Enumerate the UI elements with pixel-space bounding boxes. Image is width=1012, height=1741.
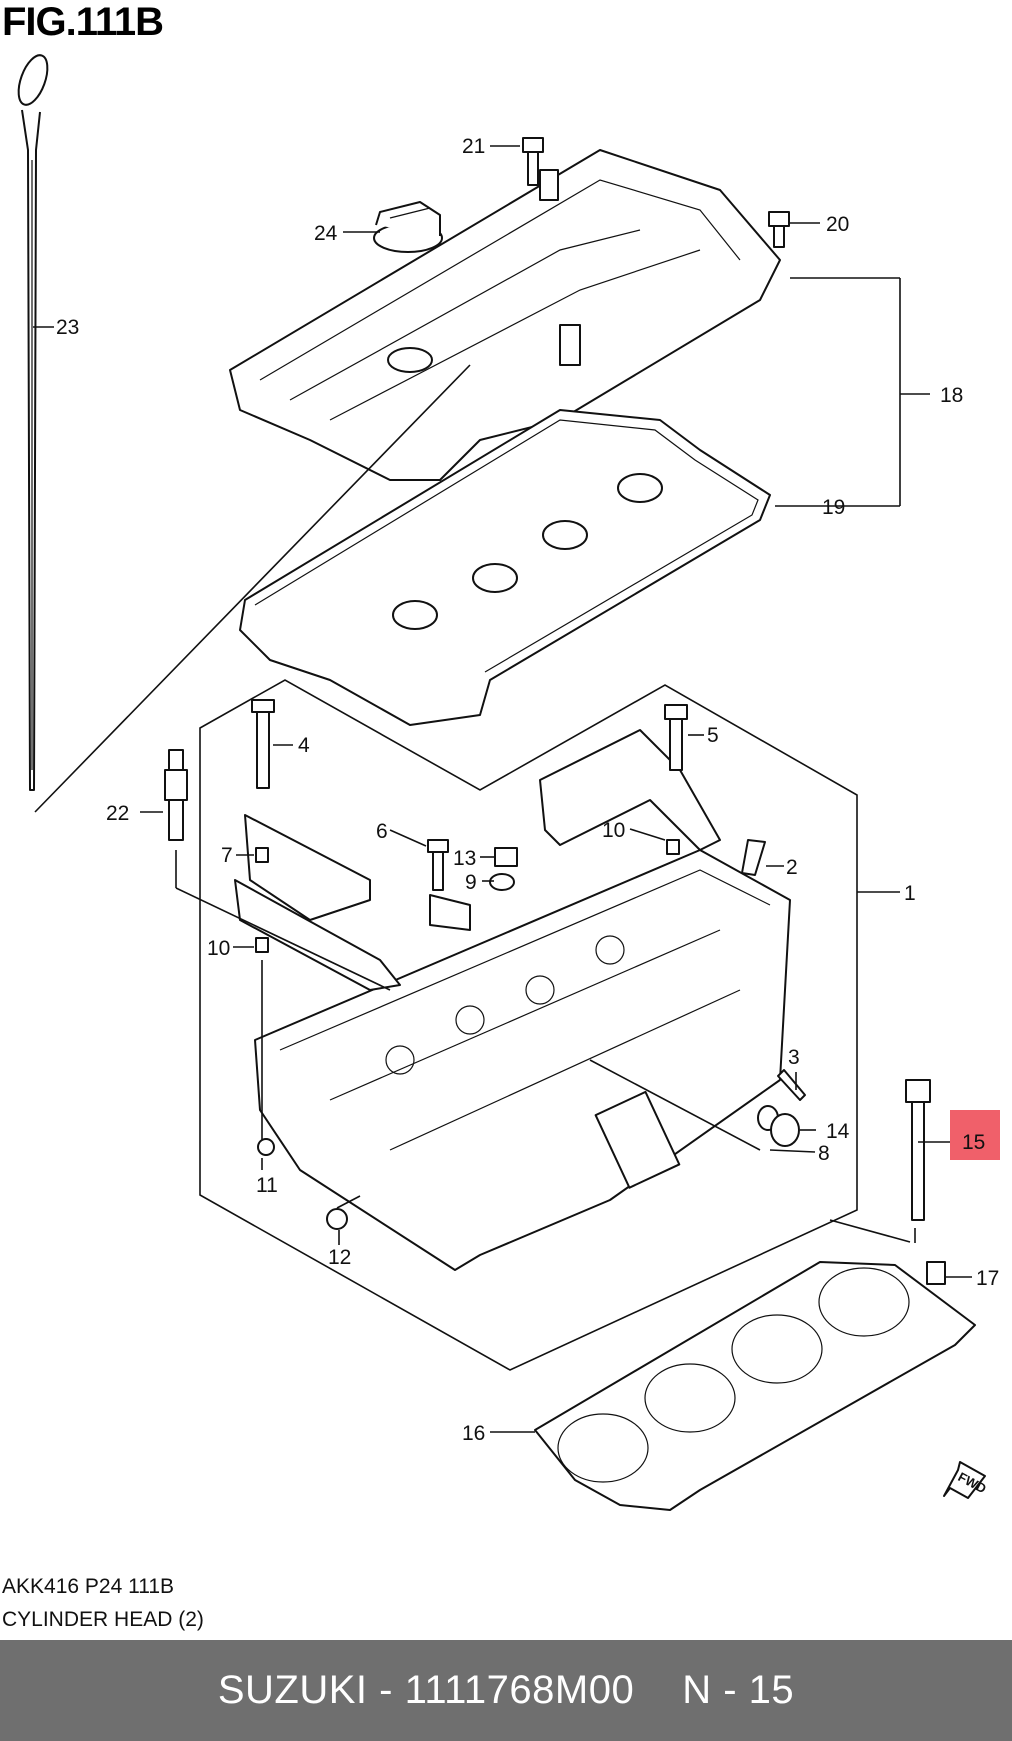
footer-ref: N - 15 [682,1668,795,1712]
footer-part-number: SUZUKI - 1111768M00 [217,1668,635,1712]
callout-5: 5 [707,724,719,747]
camshaft-cap-set [234,814,471,991]
callout-12: 12 [328,1246,351,1269]
chain-guide-bracket [539,729,721,851]
callout-17: 17 [976,1267,999,1290]
callout-3: 3 [788,1046,800,1069]
fwd-arrow-icon: FWD [943,1461,989,1499]
cover-gasket [239,409,771,726]
callout-16: 16 [462,1422,485,1445]
callout-18: 18 [940,384,963,407]
callout-9: 9 [465,871,477,894]
exploded-parts-diagram: FWD [17,54,1000,1511]
callout-1: 1 [904,882,916,905]
highlight-box-15 [950,1110,1000,1160]
callout-8: 8 [818,1142,830,1165]
callout-14: 14 [826,1120,850,1143]
callout-7: 7 [221,844,233,867]
callout-15: 15 [962,1131,985,1154]
leader-lines [33,145,972,1433]
callout-10-left: 10 [207,937,230,960]
diagram-code: AKK416 P24 111B [2,1575,175,1598]
dipstick [17,54,49,791]
callout-23: 23 [56,316,79,339]
callout-13: 13 [453,847,476,870]
callout-20: 20 [826,213,849,236]
callout-19: 19 [822,496,845,519]
callout-24: 24 [314,222,338,245]
bolts [251,137,931,1221]
small-parts [164,749,946,1285]
cylinder-head-assembly-outline [199,679,858,1371]
diagram-caption-title: CYLINDER HEAD (2) [2,1608,204,1631]
footer-bar: SUZUKI - 1111768M00 N - 15 [0,1640,1012,1741]
callout-10-top: 10 [602,819,625,842]
callout-21: 21 [462,135,485,158]
callout-22: 22 [106,802,129,825]
figure-title: FIG.111B [2,0,164,44]
callout-11: 11 [256,1174,278,1197]
head-gasket [534,1261,976,1511]
cylinder-head-body [254,849,791,1271]
callout-2: 2 [786,856,798,879]
oil-filler-cap [373,201,443,253]
callout-6: 6 [376,820,388,843]
callout-4: 4 [298,734,310,757]
callout-numbers: 23 21 24 20 18 19 4 5 22 6 10 7 13 9 2 1… [56,135,999,1445]
cylinder-head-cover [229,149,781,481]
